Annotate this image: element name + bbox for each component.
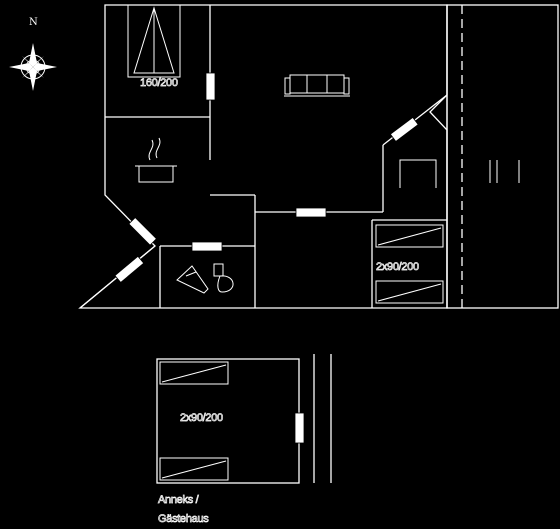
annex-title-line2: Gästehaus: [158, 513, 209, 525]
main-house: 160/200: [78, 4, 559, 309]
annex-title-line1: Anneks /: [158, 494, 200, 506]
terrace-outline: [446, 4, 559, 309]
door-entry-upper: [128, 216, 158, 246]
bed-icon: [159, 361, 229, 481]
toilet-icon: [213, 263, 234, 293]
bed-twin-annex-label: 2x90/200: [180, 412, 223, 424]
compass-rose-icon: [9, 43, 57, 91]
bed-icon: [127, 4, 181, 78]
door-living-diag: [389, 116, 419, 142]
sofa-icon: [284, 74, 350, 97]
bath-icon: [176, 265, 209, 294]
annex: 2x90/200 Anneks / Gästehaus: [156, 354, 332, 525]
door-bedroom: [205, 72, 216, 101]
door-hall: [295, 207, 327, 218]
stove-icon: [135, 137, 177, 183]
door-bath: [191, 241, 223, 252]
compass-north-label: N: [29, 17, 38, 28]
compass: N: [9, 17, 57, 91]
bed-icon: [375, 224, 444, 304]
door-entry-lower: [114, 255, 145, 284]
bed-master-label: 160/200: [140, 77, 178, 89]
bed-twin-main-label: 2x90/200: [376, 261, 419, 273]
stair-frame: [399, 159, 437, 188]
door-annex: [294, 412, 305, 444]
